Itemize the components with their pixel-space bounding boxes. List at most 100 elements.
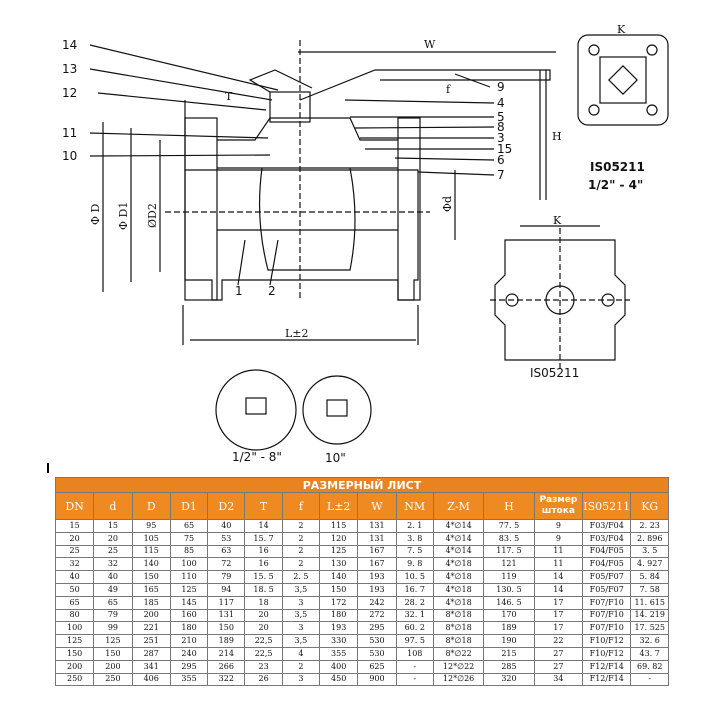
table-cell: F05/F07 — [582, 570, 632, 584]
table-cell: F07/F10 — [582, 608, 632, 623]
table-cell: 65 — [93, 595, 133, 610]
table-cell: 17. 525 — [630, 621, 669, 636]
table-cell: 14 — [533, 570, 584, 584]
table-cell: 320 — [483, 672, 535, 687]
table-cell: 18 — [244, 595, 283, 610]
table-cell: 140 — [319, 570, 359, 584]
table-cell: 3,5 — [281, 608, 321, 623]
table-cell: F12/F14 — [582, 672, 632, 687]
table-cell: 75 — [169, 531, 209, 546]
table-cell: 69. 82 — [630, 659, 669, 674]
table-cell: 12*∅22 — [432, 659, 485, 674]
table-cell: 131 — [357, 531, 397, 546]
column-header: W — [357, 492, 397, 520]
part-label-15: 15 — [497, 142, 512, 156]
table-cell: 210 — [169, 634, 209, 648]
table-cell: F10/F12 — [582, 646, 632, 661]
part-label-11: 11 — [62, 126, 77, 140]
table-cell: 99 — [93, 621, 133, 636]
table-cell: 15. 7 — [244, 531, 283, 546]
table-cell: 16 — [244, 544, 283, 559]
table-cell: 34 — [533, 672, 584, 687]
table-cell: 20 — [93, 531, 133, 546]
table-cell: 190 — [483, 634, 535, 648]
table-cell: 27 — [533, 646, 584, 661]
iso-size-range: 1/2" - 4" — [588, 178, 643, 192]
table-cell: 189 — [483, 621, 535, 636]
table-cell: 125 — [169, 582, 209, 597]
table-cell: 150 — [54, 646, 95, 661]
table-cell: 150 — [207, 621, 246, 636]
table-cell: 20 — [54, 531, 95, 546]
table-cell: 625 — [357, 659, 397, 674]
table-cell: 330 — [319, 634, 359, 648]
table-cell: 3. 8 — [395, 531, 434, 546]
table-cell: 355 — [319, 646, 359, 661]
iso-label-top: IS05211 — [590, 160, 645, 174]
table-cell: 8*∅18 — [432, 621, 485, 636]
table-cell: 26 — [244, 672, 283, 687]
table-cell: 130 — [319, 557, 359, 572]
table-cell: 115 — [319, 519, 359, 533]
table-cell: 85 — [169, 544, 209, 559]
table-cell: 17 — [533, 595, 584, 610]
table-cell: 221 — [131, 621, 171, 636]
table-cell: 25 — [93, 544, 133, 559]
table-cell: 4*∅18 — [432, 582, 485, 597]
column-header: L±2 — [319, 492, 359, 520]
table-cell: 10. 5 — [395, 570, 434, 584]
table-cell: 193 — [357, 582, 397, 597]
table-cell: 25 — [54, 544, 95, 559]
table-cell: 117 — [207, 595, 246, 610]
table-cell: 14 — [244, 519, 283, 533]
table-cell: 15. 5 — [244, 570, 283, 584]
table-cell: 4*∅14 — [432, 531, 485, 546]
table-cell: 50 — [54, 582, 95, 597]
column-header: DN — [54, 492, 95, 520]
table-cell: 180 — [169, 621, 209, 636]
table-cell: 15 — [54, 519, 95, 533]
column-header: H — [483, 492, 535, 520]
table-cell: 40 — [207, 519, 246, 533]
table-cell: 172 — [319, 595, 359, 610]
table-cell: 150 — [319, 582, 359, 597]
table-cell: 9 — [533, 519, 584, 533]
table-cell: 9 — [533, 531, 584, 546]
table-cell: 79 — [207, 570, 246, 584]
column-header: Размер штока — [533, 492, 584, 520]
table-cell: 22 — [533, 634, 584, 648]
table-cell: 900 — [357, 672, 397, 687]
table-cell: F10/F12 — [582, 634, 632, 648]
part-label-3: 3 — [497, 131, 505, 145]
table-cell: 79 — [93, 608, 133, 623]
table-cell: 295 — [169, 659, 209, 674]
dim-label-k-top: K — [617, 23, 626, 36]
table-cell: F04/F05 — [582, 557, 632, 572]
table-cell: 49 — [93, 582, 133, 597]
table-cell: 189 — [207, 634, 246, 648]
table-cell: 180 — [319, 608, 359, 623]
table-cell: 8*∅18 — [432, 634, 485, 648]
table-cell: F04/F05 — [582, 544, 632, 559]
table-cell: 110 — [169, 570, 209, 584]
table-cell: 43. 7 — [630, 646, 669, 661]
table-cell: 27 — [533, 659, 584, 674]
table-cell: 8*∅22 — [432, 646, 485, 661]
table-cell: 2 — [281, 519, 321, 533]
table-cell: 242 — [357, 595, 397, 610]
table-cell: 16 — [244, 557, 283, 572]
detail-right-caption: 10" — [325, 451, 346, 465]
table-cell: 322 — [207, 672, 246, 687]
table-cell: 60. 2 — [395, 621, 434, 636]
table-cell: 83. 5 — [483, 531, 535, 546]
table-cell: 121 — [483, 557, 535, 572]
table-cell: 115 — [131, 544, 171, 559]
table-cell: 400 — [319, 659, 359, 674]
table-cell: 185 — [131, 595, 171, 610]
